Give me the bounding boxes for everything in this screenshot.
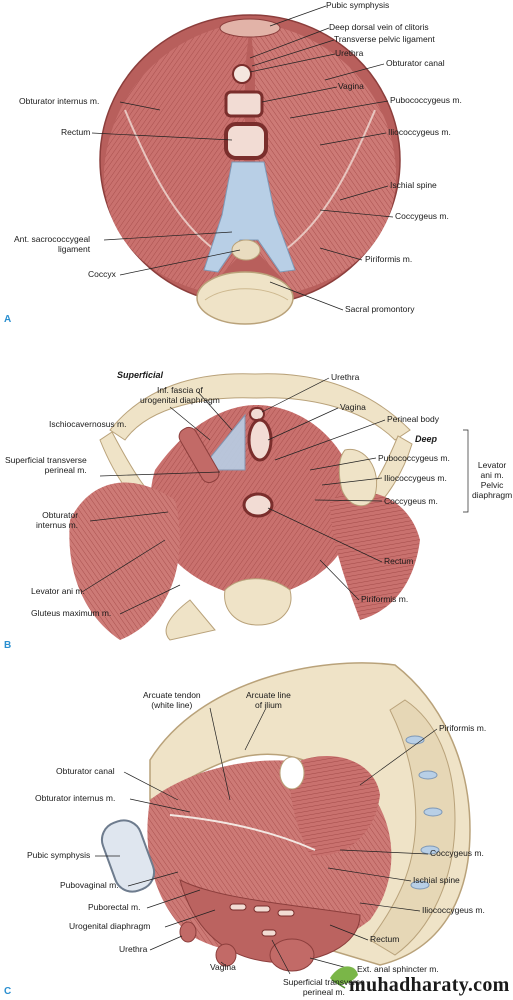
label-a-iliococcygeus: Iliococcygeus m. [388, 127, 451, 137]
coccyx-a [231, 239, 261, 261]
pubic-symphysis-a [219, 18, 281, 38]
gluteus-left-b [69, 482, 180, 640]
label-b-iliococcygeus: Iliococcygeus m. [384, 473, 447, 483]
label-b-vagina: Vagina [340, 402, 366, 412]
fascia-left-b [198, 413, 246, 471]
label-c-superficial-transverse: Superficial transverse perineal m. [283, 977, 365, 997]
sacrococcygeal-ligament-a [203, 161, 296, 273]
label-c-puborectal: Puborectal m. [88, 902, 141, 912]
pubic-arch-b [109, 373, 411, 441]
label-b-obturator-internus: Obturator internus m. [36, 510, 79, 530]
pubic-symphysis-c [100, 819, 156, 893]
label-a-rectum: Rectum [61, 127, 91, 137]
label-a-deep-dorsal-vein: Deep dorsal vein of clitoris [329, 22, 429, 32]
vagina-a [224, 90, 264, 118]
coccyx-sacrum-b [224, 578, 292, 626]
watermark-leaf-stem-icon [331, 979, 346, 989]
label-b-coccygeus: Coccygeus m. [384, 496, 438, 506]
label-b-inf-fascia: Inf. fascia of urogenital diaphragm [140, 385, 220, 405]
panel-b-drawing [69, 373, 420, 641]
label-c-pubovaginal: Pubovaginal m. [60, 880, 119, 890]
label-a-pubococcygeus: Pubococcygeus m. [390, 95, 462, 105]
watermark-text: muhadharaty.com [349, 974, 510, 996]
inferior-muscles-c [179, 879, 361, 963]
label-b-pubococcygeus: Pubococcygeus m. [378, 453, 450, 463]
panel-c-drawing [100, 662, 471, 972]
label-b-ischiocavernosus: Ischiocavernosus m. [49, 419, 127, 429]
label-b-piriformis: Piriformis m. [361, 594, 409, 604]
label-a-coccygeus: Coccygeus m. [395, 211, 449, 221]
label-c-pubic-symphysis: Pubic symphysis [27, 850, 91, 860]
label-a-sacral-promontory: Sacral promontory [345, 304, 415, 314]
label-c-ext-anal: Ext. anal sphincter m. [357, 964, 439, 974]
right-muscle-sheet-a [250, 22, 397, 292]
arcus-left-a [124, 109, 216, 251]
sacrum-shade-a [204, 288, 289, 301]
label-b-urethra: Urethra [331, 372, 360, 382]
ischiocavernosus-b [178, 426, 220, 484]
label-a-ant-sacrococcygeal: Ant. sacrococcygeal ligament [14, 234, 91, 254]
label-a-transverse-pelvic-ligament: Transverse pelvic ligament [334, 34, 435, 44]
label-c-coccygeus: Coccygeus m. [430, 848, 484, 858]
label-c-obturator-canal: Obturator canal [56, 766, 115, 776]
panel-letter-b: B [4, 640, 12, 651]
label-c-iliococcygeus: Iliococcygeus m. [422, 905, 485, 915]
label-c-arcuate-line: Arcuate line of ilium [246, 690, 291, 710]
urethra-c [179, 921, 197, 943]
label-c-urethra: Urethra [119, 944, 148, 954]
rectum-a [224, 122, 268, 160]
sacral-foramina-c [405, 735, 443, 890]
gluteus-right-b [330, 492, 420, 620]
label-c-urogenital: Urogenital diaphragm [69, 921, 151, 931]
label-a-pubic-symphysis: Pubic symphysis [326, 0, 390, 10]
watermark-leaf-icon [330, 966, 358, 985]
label-a-urethra: Urethra [335, 48, 364, 58]
label-c-rectum: Rectum [370, 934, 400, 944]
label-b-rectum: Rectum [384, 556, 414, 566]
urethra-a [232, 64, 252, 84]
piriformis-c [289, 756, 380, 856]
label-b-superficial: Superficial [117, 370, 164, 380]
iliac-bone-c [149, 662, 471, 966]
white-line-c [169, 814, 316, 851]
panel-letter-a: A [4, 314, 12, 325]
label-b-gluteus: Gluteus maximum m. [31, 608, 112, 618]
label-a-coccyx: Coccyx [88, 269, 116, 279]
label-c-vagina: Vagina [210, 962, 236, 972]
rectum-b [242, 492, 274, 518]
label-c-obturator-internus: Obturator internus m. [35, 793, 116, 803]
sacrum-a [196, 271, 294, 325]
cut-ends-c [229, 903, 295, 937]
label-b-levator-ani: Levator ani m. [31, 586, 85, 596]
arcus-right-a [284, 109, 376, 251]
panel-a-drawing [99, 14, 401, 325]
label-c-arcuate-tendon: Arcuate tendon (white line) [143, 690, 201, 710]
panel-letter-c: C [4, 986, 12, 997]
leader-lines [81, 5, 469, 975]
label-c-piriformis: Piriformis m. [439, 723, 487, 733]
label-a-vagina: Vagina [338, 81, 364, 91]
label-a-ischial-spine: Ischial spine [390, 180, 437, 190]
vagina-b [247, 418, 273, 462]
label-b-deep: Deep [415, 434, 438, 444]
label-a-piriformis: Piriformis m. [365, 254, 413, 264]
sacrum-c [369, 699, 456, 956]
femur-left-b [165, 599, 216, 641]
label-b-levator-group: Levator ani m. Pelvic diaphragm [472, 460, 513, 500]
left-muscle-sheet-a [103, 22, 250, 292]
label-b-perineal-body: Perineal body [387, 414, 439, 424]
label-a-obturator-canal: Obturator canal [386, 58, 445, 68]
rectum-c [269, 938, 315, 972]
label-c-ischial-spine: Ischial spine [413, 875, 460, 885]
label-a-obturator-internus: Obturator internus m. [19, 96, 100, 106]
urethra-b [249, 407, 265, 421]
obturator-foramen-c [279, 756, 305, 790]
label-b-superficial-transverse: Superficial transverse perineal m. [5, 455, 87, 475]
